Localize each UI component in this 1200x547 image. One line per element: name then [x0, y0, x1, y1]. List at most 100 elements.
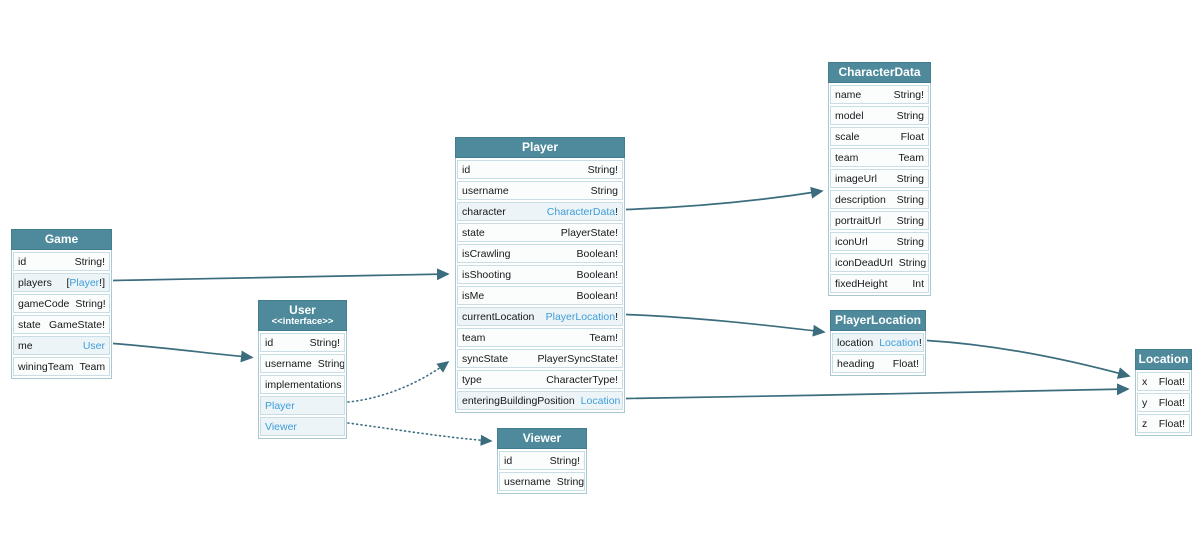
type-suffix: String [556, 475, 585, 488]
field-name: team [462, 331, 486, 344]
field-row: description String [830, 190, 929, 209]
type-link[interactable]: Player [69, 276, 100, 289]
type-node-header[interactable]: Viewer [497, 428, 587, 449]
field-name: location [837, 336, 874, 349]
field-type: Float [901, 131, 924, 143]
type-title: PlayerLocation [834, 313, 922, 327]
field-type: String [897, 215, 924, 227]
type-link[interactable]: Location [879, 336, 919, 349]
field-type: User [83, 340, 105, 352]
field-type: String [557, 476, 584, 488]
field-type: Boolean! [577, 269, 618, 281]
type-link[interactable]: Viewer [265, 420, 297, 433]
field-type: String [591, 185, 618, 197]
type-node-header[interactable]: User<<interface>> [258, 300, 347, 331]
type-node-header[interactable]: Player [455, 137, 625, 158]
edge-user-viewer-to-viewer [347, 422, 493, 446]
field-name: imageUrl [835, 172, 878, 185]
field-name: me [18, 339, 33, 352]
field-type: String [318, 358, 344, 370]
field-type: String [897, 236, 924, 248]
field-name: y [1142, 396, 1148, 409]
field-name: state [18, 318, 41, 331]
edge-game-players-to-player [112, 268, 450, 282]
field-name: description [835, 193, 886, 206]
type-node-header[interactable]: Location [1135, 349, 1192, 370]
type-title: CharacterData [838, 65, 921, 79]
field-name: syncState [462, 352, 509, 365]
field-type: PlayerState! [561, 227, 618, 239]
type-link[interactable]: Location [580, 394, 621, 407]
field-name: heading [837, 357, 875, 370]
type-node-header[interactable]: CharacterData [828, 62, 931, 83]
field-type: String! [588, 164, 618, 176]
field-row: imageUrl String [830, 169, 929, 188]
field-type: Viewer [265, 421, 297, 433]
type-node-header[interactable]: Game [11, 229, 112, 250]
field-name: model [835, 109, 864, 122]
field-name: character [462, 205, 506, 218]
field-type: String [897, 194, 924, 206]
field-row[interactable]: me User [13, 336, 110, 355]
field-row: iconDeadUrl String [830, 253, 929, 272]
field-name: username [265, 357, 312, 370]
type-suffix: String [896, 109, 924, 122]
type-title: User [289, 303, 316, 317]
type-wrapper-open: [ [66, 276, 70, 289]
type-link[interactable]: User [82, 339, 105, 352]
type-link[interactable]: PlayerLocation [545, 310, 616, 323]
field-name: isShooting [462, 268, 512, 281]
field-row[interactable]: Viewer [260, 417, 345, 436]
field-name: players [18, 276, 52, 289]
type-link[interactable]: CharacterData [546, 205, 616, 218]
type-suffix: String [896, 214, 924, 227]
field-row: username String [260, 354, 345, 373]
type-suffix: String [896, 172, 924, 185]
field-row[interactable]: Player [260, 396, 345, 415]
edge-player-enteringbuildingposition-to-location [625, 383, 1130, 400]
type-suffix: ! [615, 205, 618, 218]
field-type: String [899, 257, 926, 269]
field-type: Team [898, 152, 924, 164]
field-type: String! [550, 455, 580, 467]
field-type: PlayerSyncState! [537, 353, 618, 365]
type-suffix: Boolean! [576, 289, 618, 302]
field-row: y Float! [1137, 393, 1190, 412]
edge-player-character-to-characterdata [625, 186, 824, 211]
field-row[interactable]: enteringBuildingPosition Location [457, 391, 623, 410]
type-suffix: Int [912, 277, 924, 290]
field-row[interactable]: character CharacterData! [457, 202, 623, 221]
type-suffix: PlayerState! [560, 226, 618, 239]
field-name: iconDeadUrl [835, 256, 893, 269]
field-type: Float! [1159, 376, 1185, 388]
field-name: enteringBuildingPosition [462, 394, 575, 407]
type-suffix: String! [549, 454, 580, 467]
field-type: Int [912, 278, 924, 290]
type-node-header[interactable]: PlayerLocation [830, 310, 926, 331]
field-type: CharacterType! [546, 374, 618, 386]
type-suffix: Boolean! [576, 247, 618, 260]
edge-player-currentlocation-to-playerlocation [625, 313, 826, 337]
field-type: Float! [1159, 418, 1185, 430]
type-link[interactable]: Player [265, 399, 295, 412]
field-row[interactable]: players[Player!] [13, 273, 110, 292]
field-type: Float! [1159, 397, 1185, 409]
